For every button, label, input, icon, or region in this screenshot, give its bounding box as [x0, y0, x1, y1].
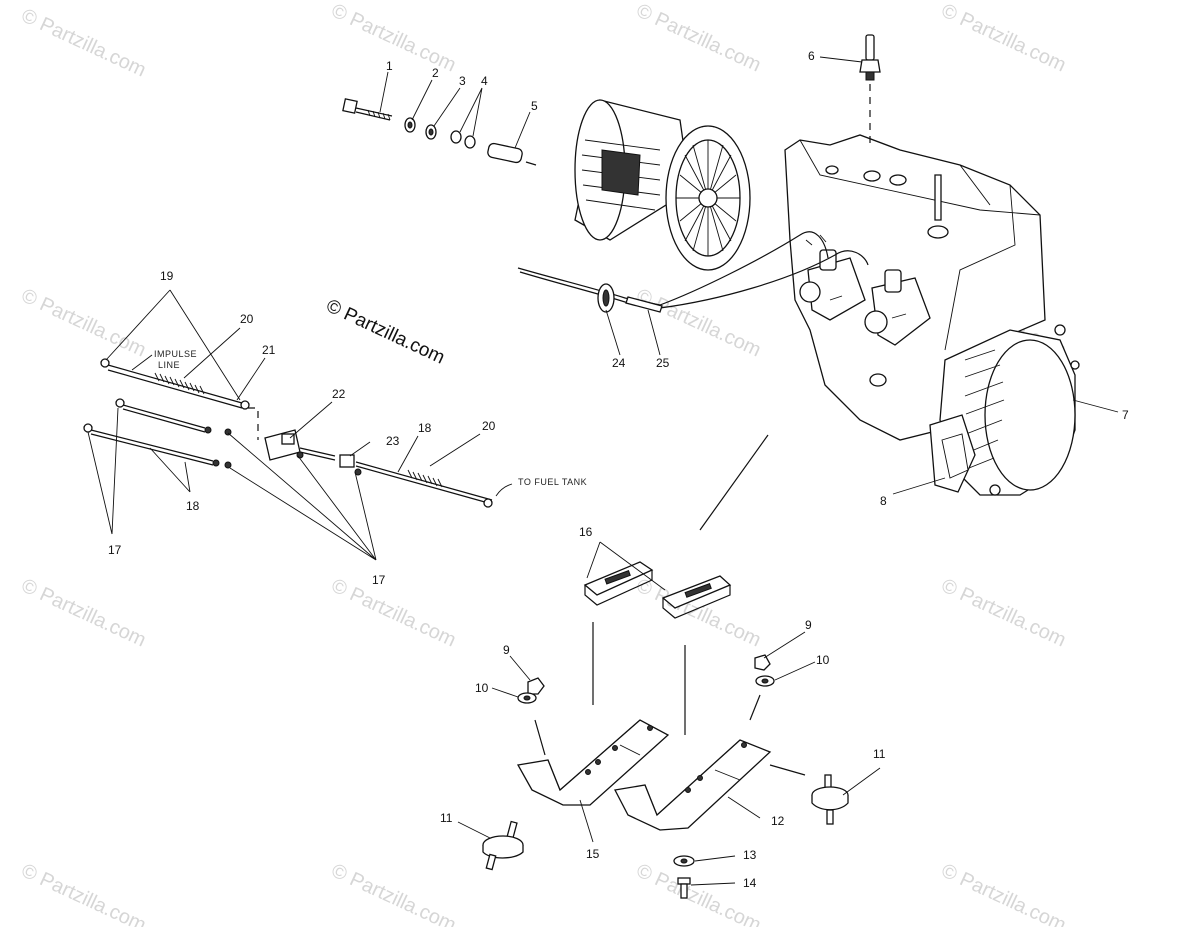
callout-18: 18	[418, 421, 432, 435]
watermark: © Partzilla.com	[938, 860, 1069, 927]
callout-5: 5	[531, 99, 538, 113]
watermark: © Partzilla.com	[328, 575, 459, 652]
callout-10: 10	[475, 681, 489, 695]
watermark: © Partzilla.com	[938, 0, 1069, 76]
watermark: © Partzilla.com	[328, 860, 459, 927]
callout-14: 14	[743, 876, 757, 890]
part-13-washer	[673, 855, 695, 867]
watermark: © Partzilla.com	[18, 575, 149, 652]
callout-9: 9	[805, 618, 812, 632]
part-11-rubber-mount-right	[811, 774, 849, 825]
callout-8: 8	[880, 494, 887, 508]
impulse-line-label-2: LINE	[158, 360, 180, 370]
part-2-washer	[404, 117, 416, 133]
callout-10: 10	[816, 653, 830, 667]
callout-4: 4	[481, 74, 488, 88]
watermark: © Partzilla.com	[18, 285, 149, 362]
part-12-bracket	[614, 739, 772, 831]
callout-1: 1	[386, 59, 393, 73]
leader-lines	[87, 56, 1119, 886]
callout-18: 18	[186, 499, 200, 513]
callout-23: 23	[386, 434, 400, 448]
drive-clutch	[574, 99, 751, 271]
callout-20: 20	[240, 312, 254, 326]
part-4-washers	[450, 130, 476, 149]
carburetors	[799, 249, 931, 346]
alignment-line	[749, 694, 761, 721]
callout-11: 11	[873, 747, 886, 761]
callout-13: 13	[743, 848, 757, 862]
callout-12: 12	[771, 814, 785, 828]
diagram-notes: IMPULSE LINE TO FUEL TANK	[131, 349, 587, 487]
throttle-cable	[517, 231, 869, 313]
part-14-bolt	[677, 877, 691, 899]
watermark: © Partzilla.com	[18, 860, 149, 927]
part-9-nut-right	[754, 654, 771, 671]
callout-24: 24	[612, 356, 626, 370]
brand-stamp: © Partzilla.com	[323, 295, 448, 368]
callout-21: 21	[262, 343, 276, 357]
part-8-starter-handle	[929, 414, 976, 493]
callout-16: 16	[579, 525, 593, 539]
part-9-nut-left	[527, 677, 545, 695]
watermark: © Partzilla.com	[328, 0, 459, 76]
callout-labels: 1 2 3 4 5 6 7 8 9 10 11 16 9 10 11 12 13…	[108, 49, 1129, 890]
alignment-line	[769, 764, 806, 776]
callout-11: 11	[440, 811, 453, 825]
alignment-line	[534, 719, 546, 756]
callout-9: 9	[503, 643, 510, 657]
callout-15: 15	[586, 847, 600, 861]
part-5-spacer	[487, 142, 537, 166]
callout-7: 7	[1122, 408, 1129, 422]
fuel-line-assembly	[83, 358, 513, 508]
callout-17: 17	[108, 543, 122, 557]
part-1-bolt	[342, 98, 393, 121]
callout-19: 19	[160, 269, 174, 283]
watermark: © Partzilla.com	[633, 860, 764, 927]
watermark: © Partzilla.com	[633, 285, 764, 362]
part-10-washer-left	[517, 692, 537, 704]
callout-22: 22	[332, 387, 346, 401]
callout-20: 20	[482, 419, 496, 433]
part-3-washer	[425, 124, 437, 140]
part-10-washer-right	[755, 675, 775, 687]
part-11-rubber-mount-left	[482, 820, 524, 871]
callout-3: 3	[459, 74, 466, 88]
callout-17: 17	[372, 573, 386, 587]
watermark: © Partzilla.com	[18, 5, 149, 82]
part-15-bracket	[516, 719, 670, 806]
callout-2: 2	[432, 66, 439, 80]
callout-6: 6	[808, 49, 815, 63]
impulse-line-pointer	[131, 354, 153, 371]
watermark: © Partzilla.com	[938, 575, 1069, 652]
impulse-line-label-1: IMPULSE	[154, 349, 197, 359]
watermark: © Partzilla.com	[633, 0, 764, 76]
part-6-spark-plug	[859, 34, 881, 145]
part-16-mount-plates	[583, 561, 732, 619]
to-fuel-tank-label: TO FUEL TANK	[518, 477, 587, 487]
alignment-line	[699, 434, 769, 531]
callout-25: 25	[656, 356, 670, 370]
